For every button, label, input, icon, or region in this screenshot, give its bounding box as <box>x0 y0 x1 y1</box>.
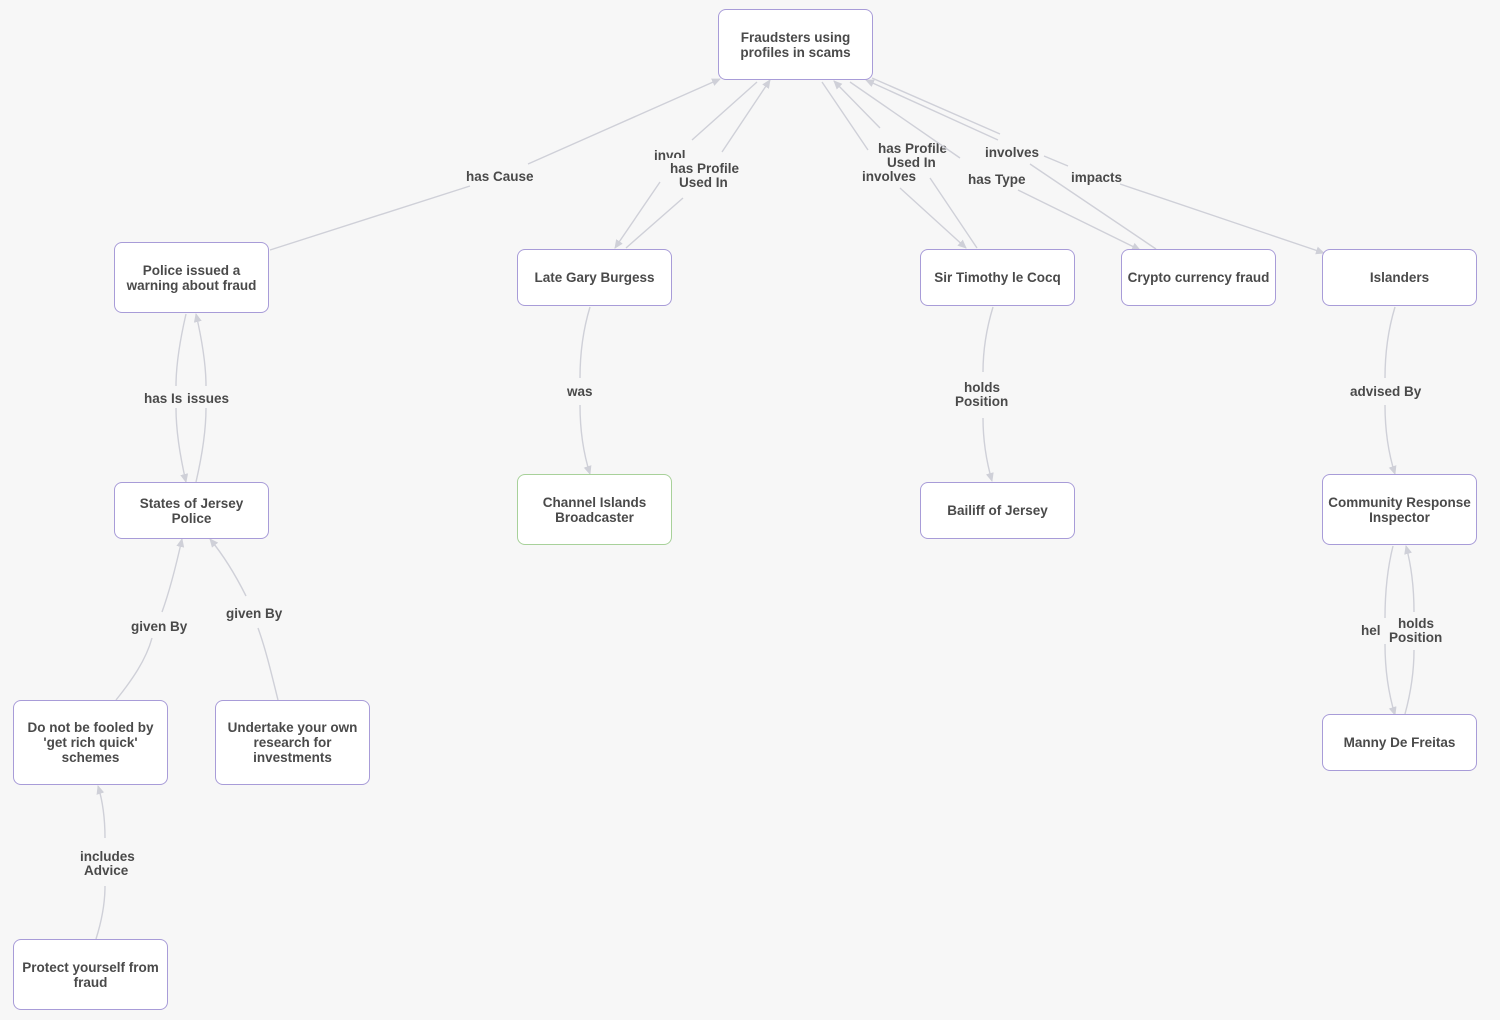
edge-label-given-by-2: given By <box>226 606 283 621</box>
edge-label-involves-timothy: involves <box>862 169 916 184</box>
node-undertake-research[interactable]: Undertake your own research for investme… <box>215 700 370 785</box>
edge-label-includes-advice-line2: Advice <box>84 863 129 878</box>
edge-advised-by <box>1384 306 1395 474</box>
edge-label-includes-advice-line1: includes <box>80 849 135 864</box>
node-bailiff[interactable]: Bailiff of Jersey <box>920 482 1075 539</box>
edge-label-has-type: has Type <box>968 172 1026 187</box>
node-islanders[interactable]: Islanders <box>1322 249 1477 306</box>
node-police-warning[interactable]: Police issued a warning about fraud <box>114 242 269 313</box>
edge-label-has-is: has Is <box>144 391 182 406</box>
node-channel-islands-broadcaster[interactable]: Channel Islands Broadcaster <box>517 474 672 545</box>
edge-involves-timothy <box>821 81 966 248</box>
edge-hel <box>1384 545 1395 715</box>
node-channel-islands-broadcaster-label: Channel Islands Broadcaster <box>542 494 647 525</box>
node-protect-yourself[interactable]: Protect yourself from fraud <box>13 939 168 1010</box>
edge-profile-timothy <box>834 81 978 249</box>
edge-involves-gary <box>615 81 758 248</box>
edge-label-profile-timothy-line1: has Profile <box>878 141 948 156</box>
edge-label-involves-crypto: involves <box>985 145 1039 160</box>
node-police-warning-label: Police issued a warning about fraud <box>126 262 257 293</box>
edge-given-by-1 <box>115 539 182 701</box>
edge-involves-crypto <box>866 80 1157 250</box>
edge-label-profile-timothy-line2: Used In <box>887 155 936 170</box>
node-gary-burgess[interactable]: Late Gary Burgess <box>517 249 672 306</box>
edge-label-given-by-1: given By <box>131 619 188 634</box>
node-gary-burgess-label: Late Gary Burgess <box>534 270 655 285</box>
node-islanders-label: Islanders <box>1369 270 1430 285</box>
node-protect-yourself-label: Protect yourself from fraud <box>22 959 159 990</box>
edge-holds-position-manny <box>1405 546 1414 715</box>
node-get-rich-quick-label: Do not be fooled by 'get rich quick' sch… <box>27 720 154 765</box>
edge-includes-advice <box>96 786 105 940</box>
node-community-inspector[interactable]: Community Response Inspector <box>1322 474 1477 545</box>
node-fraudsters-label: Fraudsters using profiles in scams <box>740 29 851 60</box>
edge-label-hel: hel <box>1361 623 1381 638</box>
edge-has-is <box>175 313 186 482</box>
edge-label-holds-position-bailiff-line1: holds <box>964 380 1000 395</box>
edge-label-advised-by: advised By <box>1350 384 1422 399</box>
edge-profile-gary <box>625 80 770 249</box>
node-crypto-fraud-label: Crypto currency fraud <box>1127 270 1270 285</box>
node-get-rich-quick[interactable]: Do not be fooled by 'get rich quick' sch… <box>13 700 168 785</box>
edge-label-holds-position-bailiff-line2: Position <box>955 394 1008 409</box>
edge-holds-position-bailiff <box>982 306 993 481</box>
edge-was <box>579 306 590 474</box>
edge-label-issues: issues <box>187 391 229 406</box>
edge-label-holds-position-manny-line2: Position <box>1389 630 1442 645</box>
node-undertake-research-label: Undertake your own research for investme… <box>227 720 358 765</box>
node-fraudsters[interactable]: Fraudsters using profiles in scams <box>718 9 873 80</box>
edge-has-cause <box>269 79 720 251</box>
edge-given-by-2 <box>210 539 279 701</box>
edge-label-holds-position-manny-line1: holds <box>1398 616 1434 631</box>
edge-label-has-cause: has Cause <box>466 169 534 184</box>
node-community-inspector-label: Community Response Inspector <box>1328 494 1471 525</box>
node-timothy-le-cocq[interactable]: Sir Timothy le Cocq <box>920 249 1075 306</box>
node-manny-de-freitas[interactable]: Manny De Freitas <box>1322 714 1477 771</box>
node-timothy-le-cocq-label: Sir Timothy le Cocq <box>934 270 1061 285</box>
node-crypto-fraud[interactable]: Crypto currency fraud <box>1121 249 1276 306</box>
node-jersey-police-label: States of Jersey Police <box>139 495 244 526</box>
edge-label-impacts: impacts <box>1071 170 1122 185</box>
node-bailiff-label: Bailiff of Jersey <box>947 503 1048 518</box>
edge-label-profile-gary-line1: has Profile <box>670 161 740 176</box>
node-manny-de-freitas-label: Manny De Freitas <box>1343 735 1456 750</box>
edge-label-was: was <box>566 384 593 399</box>
edge-has-type <box>849 81 1140 250</box>
edge-label-profile-gary-line2: Used In <box>679 175 728 190</box>
edge-impacts <box>871 77 1324 253</box>
edge-issues <box>196 314 207 483</box>
node-jersey-police[interactable]: States of Jersey Police <box>114 482 269 539</box>
